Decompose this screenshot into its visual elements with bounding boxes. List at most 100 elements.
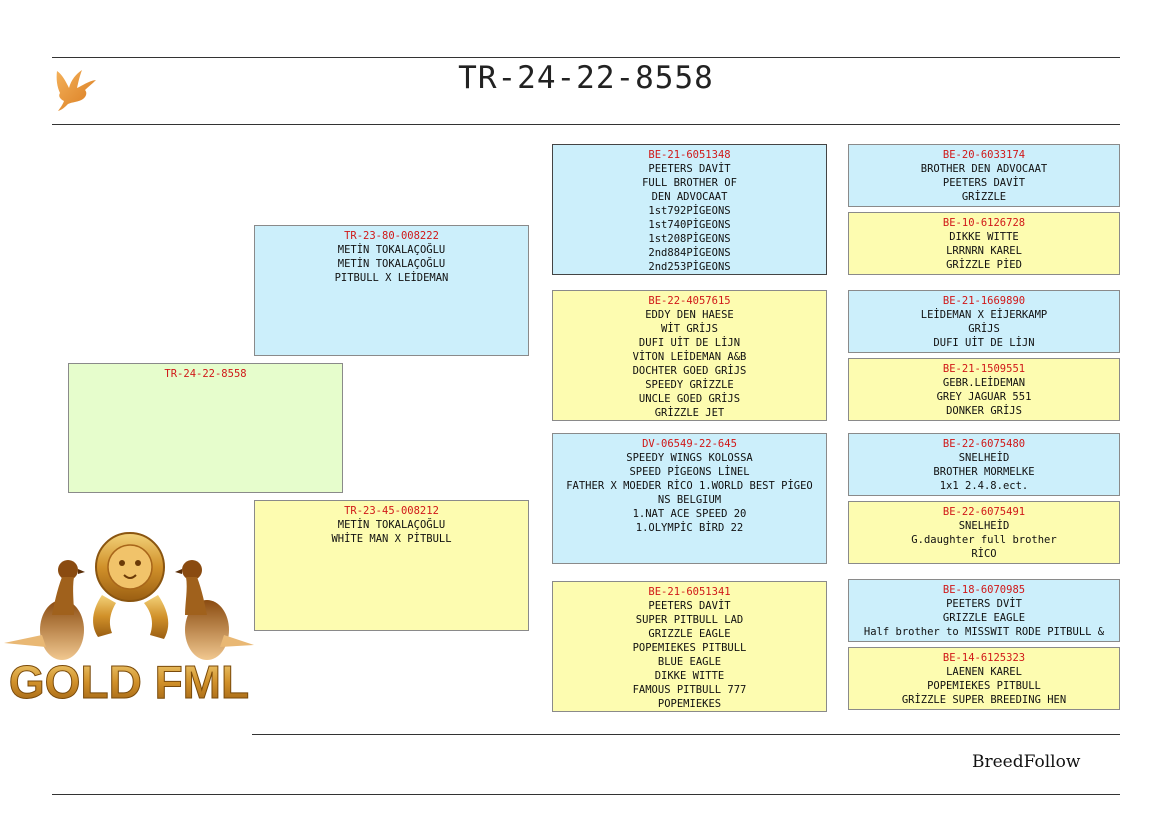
pedigree-line: WHİTE MAN X PİTBULL <box>331 533 452 545</box>
ring-number: BE-22-4057615 <box>648 295 731 307</box>
pedigree-line: GRIZZLE EAGLE <box>648 628 731 640</box>
pedigree-card-fm[interactable]: BE-22-4057615 EDDY DEN HAESE WİT GRİJS D… <box>552 290 827 421</box>
ring-number: BE-21-6051348 <box>648 149 731 161</box>
brand-name: BreedFollow <box>972 752 1081 772</box>
pedigree-line: DOCHTER GOED GRİJS <box>632 365 747 377</box>
pedigree-line: PEETERS DAVİT <box>648 163 731 175</box>
pedigree-line: GRİZZLE PİED <box>946 259 1022 271</box>
pedigree-card-mfm[interactable]: BE-22-6075491 SNELHEİD G.daughter full b… <box>848 501 1120 564</box>
dove-icon <box>52 66 100 114</box>
pedigree-card-mother[interactable]: TR-23-45-008212 METİN TOKALAÇOĞLU WHİTE … <box>254 500 529 631</box>
pedigree-line: METİN TOKALAÇOĞLU <box>337 258 446 270</box>
pedigree-line: 2nd253PİGEONS <box>648 261 731 273</box>
lion-icon <box>93 532 169 639</box>
ring-number: BE-22-6075480 <box>942 438 1026 450</box>
logo-text: GOLD FML <box>9 656 249 705</box>
pedigree-card-father[interactable]: TR-23-80-008222 METİN TOKALAÇOĞLU METİN … <box>254 225 529 356</box>
pedigree-card-mf[interactable]: DV-06549-22-645 SPEEDY WINGS KOLOSSA SPE… <box>552 433 827 564</box>
pedigree-line: GREY JAGUAR 551 <box>936 391 1032 403</box>
pedigree-line: GRİJS <box>968 323 1000 335</box>
pedigree-line: POPEMIEKES PITBULL <box>632 642 747 654</box>
pedigree-card-fff[interactable]: BE-20-6033174 BROTHER DEN ADVOCAAT PEETE… <box>848 144 1120 207</box>
pedigree-line: LAENEN KAREL <box>946 666 1022 678</box>
pedigree-line: PEETERS DVİT <box>946 598 1022 610</box>
pedigree-line: DONKER GRİJS <box>946 405 1022 417</box>
pedigree-line: PEETERS DAVİT <box>648 600 731 612</box>
pedigree-line: METİN TOKALAÇOĞLU <box>337 519 446 531</box>
pedigree-line: 1st208PİGEONS <box>648 233 731 245</box>
pedigree-line: NS BELGIUM <box>657 494 722 506</box>
pedigree-line: 1st792PİGEONS <box>648 205 731 217</box>
ring-number: TR-23-45-008212 <box>344 505 439 517</box>
pedigree-line: DIKKE WITTE <box>654 670 725 682</box>
pedigree-line: DUFI UİT DE LİJN <box>933 337 1035 349</box>
ring-number: DV-06549-22-645 <box>642 438 737 450</box>
pedigree-line: POPEMIEKES <box>657 698 722 710</box>
ring-number: TR-23-80-008222 <box>344 230 439 242</box>
ring-number: BE-21-1509551 <box>942 363 1026 375</box>
pedigree-line: FATHER X MOEDER RİCO 1.WORLD BEST PİGEO <box>566 480 813 492</box>
pedigree-line: 1.NAT ACE SPEED 20 <box>632 508 747 520</box>
pedigree-line: VİTON LEİDEMAN A&B <box>632 351 747 363</box>
ring-number: BE-18-6070985 <box>942 584 1026 596</box>
pedigree-card-subject[interactable]: TR-24-22-8558 <box>68 363 343 493</box>
pedigree-line: 2nd884PİGEONS <box>648 247 731 259</box>
pedigree-line: Half brother to MISSWIT RODE PITBULL & <box>863 626 1105 638</box>
header-top-rule <box>52 57 1120 58</box>
pedigree-card-mmf[interactable]: BE-18-6070985 PEETERS DVİT GRIZZLE EAGLE… <box>848 579 1120 642</box>
pedigree-card-ffm[interactable]: BE-10-6126728 DIKKE WITTE LRRNRN KAREL G… <box>848 212 1120 275</box>
pedigree-line: FAMOUS PITBULL 777 <box>632 684 747 696</box>
pedigree-card-fmf[interactable]: BE-21-1669890 LEİDEMAN X EİJERKAMP GRİJS… <box>848 290 1120 353</box>
pedigree-line: SUPER PITBULL LAD <box>635 614 744 626</box>
ring-number: BE-10-6126728 <box>942 217 1026 229</box>
pedigree-line: EDDY DEN HAESE <box>645 309 734 321</box>
pedigree-line: DIKKE WITTE <box>949 231 1019 243</box>
header-bottom-rule <box>52 124 1120 125</box>
pigeon-left-icon <box>4 560 85 660</box>
pedigree-line: GRİZZLE JET <box>654 407 725 419</box>
pedigree-line: 1.OLYMPİC BİRD 22 <box>635 522 744 534</box>
pedigree-line: BROTHER MORMELKE <box>933 466 1035 478</box>
ring-number: BE-21-6051341 <box>648 586 731 598</box>
pedigree-card-ff[interactable]: BE-21-6051348 PEETERS DAVİT FULL BROTHER… <box>552 144 827 275</box>
pedigree-card-mmm[interactable]: BE-14-6125323 LAENEN KAREL POPEMIEKES PI… <box>848 647 1120 710</box>
pedigree-line: LEİDEMAN X EİJERKAMP <box>920 309 1048 321</box>
pedigree-line: WİT GRİJS <box>661 323 718 335</box>
page-title: TR-24-22-8558 <box>458 60 714 96</box>
pedigree-line: FULL BROTHER OF <box>642 177 737 189</box>
pedigree-line: PITBULL X LEİDEMAN <box>334 272 449 284</box>
pedigree-card-mm[interactable]: BE-21-6051341 PEETERS DAVİT SUPER PITBUL… <box>552 581 827 712</box>
pedigree-line: UNCLE GOED GRİJS <box>638 393 741 405</box>
pedigree-line: DUFI UİT DE LİJN <box>638 337 741 349</box>
pedigree-line: G.daughter full brother <box>911 534 1057 546</box>
pedigree-line: POPEMIEKES PITBULL <box>927 680 1041 692</box>
pedigree-line: SNELHEİD <box>958 452 1010 464</box>
footer-top-rule <box>252 734 1120 735</box>
footer-bottom-rule <box>52 794 1120 795</box>
pigeon-right-icon <box>175 560 254 660</box>
pedigree-line: RİCO <box>971 548 997 560</box>
pedigree-line: SPEEDY WINGS KOLOSSA <box>626 452 753 464</box>
pedigree-line: GRİZZLE SUPER BREEDING HEN <box>901 694 1067 706</box>
pedigree-line: 1st740PİGEONS <box>648 219 731 231</box>
pedigree-line: SPEED PİGEONS LİNEL <box>629 466 750 478</box>
pedigree-line: GRIZZLE EAGLE <box>942 612 1026 624</box>
ring-number: BE-21-1669890 <box>942 295 1026 307</box>
pedigree-line: SNELHEİD <box>958 520 1010 532</box>
ring-number: BE-20-6033174 <box>942 149 1026 161</box>
pedigree-line: LRRNRN KAREL <box>946 245 1022 257</box>
pedigree-line: GRİZZLE <box>961 191 1007 203</box>
pedigree-line: BROTHER DEN ADVOCAAT <box>920 163 1048 175</box>
ring-number: TR-24-22-8558 <box>164 368 247 380</box>
pedigree-line: 1x1 2.4.8.ect. <box>939 480 1029 492</box>
pedigree-line: PEETERS DAVİT <box>942 177 1026 189</box>
ring-number: BE-22-6075491 <box>942 506 1026 518</box>
pedigree-line: DEN ADVOCAAT <box>651 191 728 203</box>
pedigree-card-fmm[interactable]: BE-21-1509551 GEBR.LEİDEMAN GREY JAGUAR … <box>848 358 1120 421</box>
pedigree-line: BLUE EAGLE <box>657 656 722 668</box>
pedigree-line: GEBR.LEİDEMAN <box>942 377 1026 389</box>
gold-fml-logo: GOLD FML <box>2 515 257 709</box>
ring-number: BE-14-6125323 <box>942 652 1026 664</box>
pedigree-line: SPEEDY GRİZZLE <box>645 379 734 391</box>
pedigree-card-mff[interactable]: BE-22-6075480 SNELHEİD BROTHER MORMELKE … <box>848 433 1120 496</box>
